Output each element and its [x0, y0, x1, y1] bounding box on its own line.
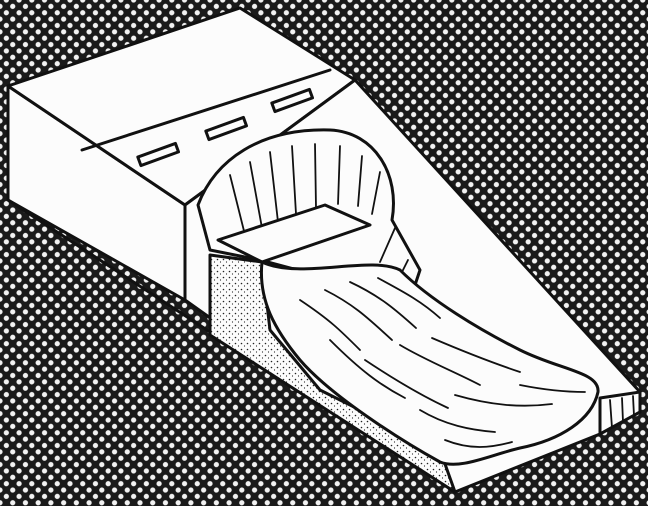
slope-failure-diagram	[0, 0, 648, 506]
